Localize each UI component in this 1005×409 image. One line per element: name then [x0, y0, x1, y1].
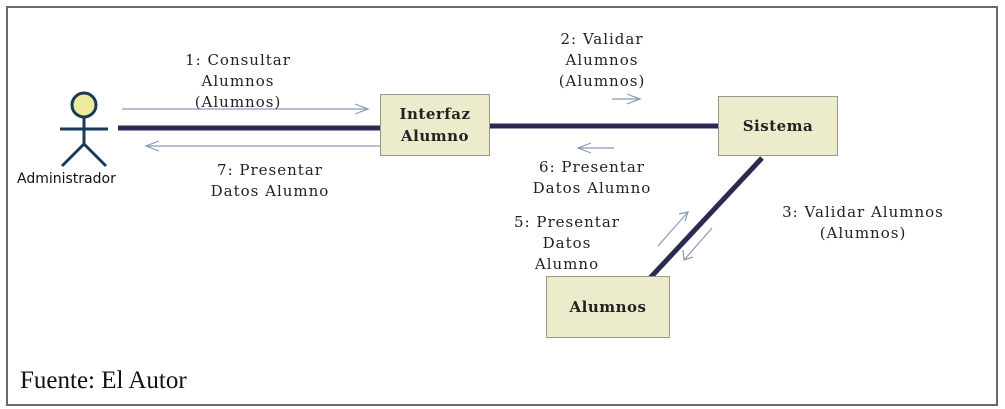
actor-label: Administrador	[17, 171, 116, 187]
object-interfaz-label: Interfaz Alumno	[399, 105, 471, 145]
diagram-frame	[6, 6, 998, 406]
object-alumnos-label: Alumnos	[569, 298, 647, 316]
arrow-msg-5	[657, 211, 689, 247]
message-6-label: 6: Presentar Datos Alumno	[532, 158, 652, 197]
message-5-label: 5: Presentar Datos Alumno	[514, 213, 620, 273]
arrow-msg-6	[576, 142, 614, 154]
source-caption: Fuente: El Autor	[20, 367, 187, 394]
arrow-msg-1	[122, 103, 370, 115]
message-3-label: 3: Validar Alumnos (Alumnos)	[782, 203, 944, 242]
object-interfaz-alumno[interactable]: Interfaz Alumno	[380, 94, 490, 156]
arrow-msg-7	[144, 140, 380, 152]
link-sistema-alumnos	[648, 156, 764, 280]
object-sistema-label: Sistema	[742, 117, 814, 135]
message-2-label: 2: Validar Alumnos (Alumnos)	[558, 30, 646, 90]
object-sistema[interactable]: Sistema	[718, 96, 838, 156]
actor-stick-figure-icon	[60, 91, 108, 168]
object-alumnos[interactable]: Alumnos	[546, 276, 670, 338]
arrow-msg-3	[682, 227, 713, 261]
message-7-label: 7: Presentar Datos Alumno	[210, 161, 330, 200]
arrow-msg-2	[612, 93, 642, 105]
message-1-label: 1: Consultar Alumnos (Alumnos)	[185, 51, 291, 111]
